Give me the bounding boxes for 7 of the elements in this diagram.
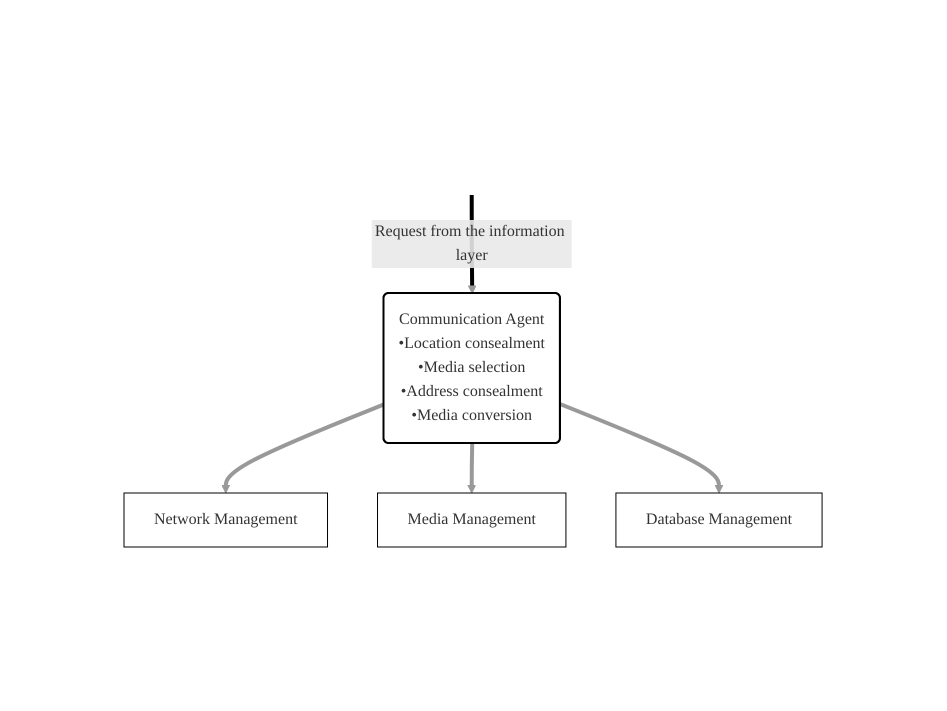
arrow xyxy=(222,402,386,493)
edge-label: Request from the information layer xyxy=(375,222,566,264)
arrow xyxy=(560,402,724,493)
node-box: Database Management xyxy=(616,492,824,547)
node-box: Network Management xyxy=(124,492,328,547)
arrow xyxy=(468,442,477,493)
node-box: Media Management xyxy=(377,492,567,547)
